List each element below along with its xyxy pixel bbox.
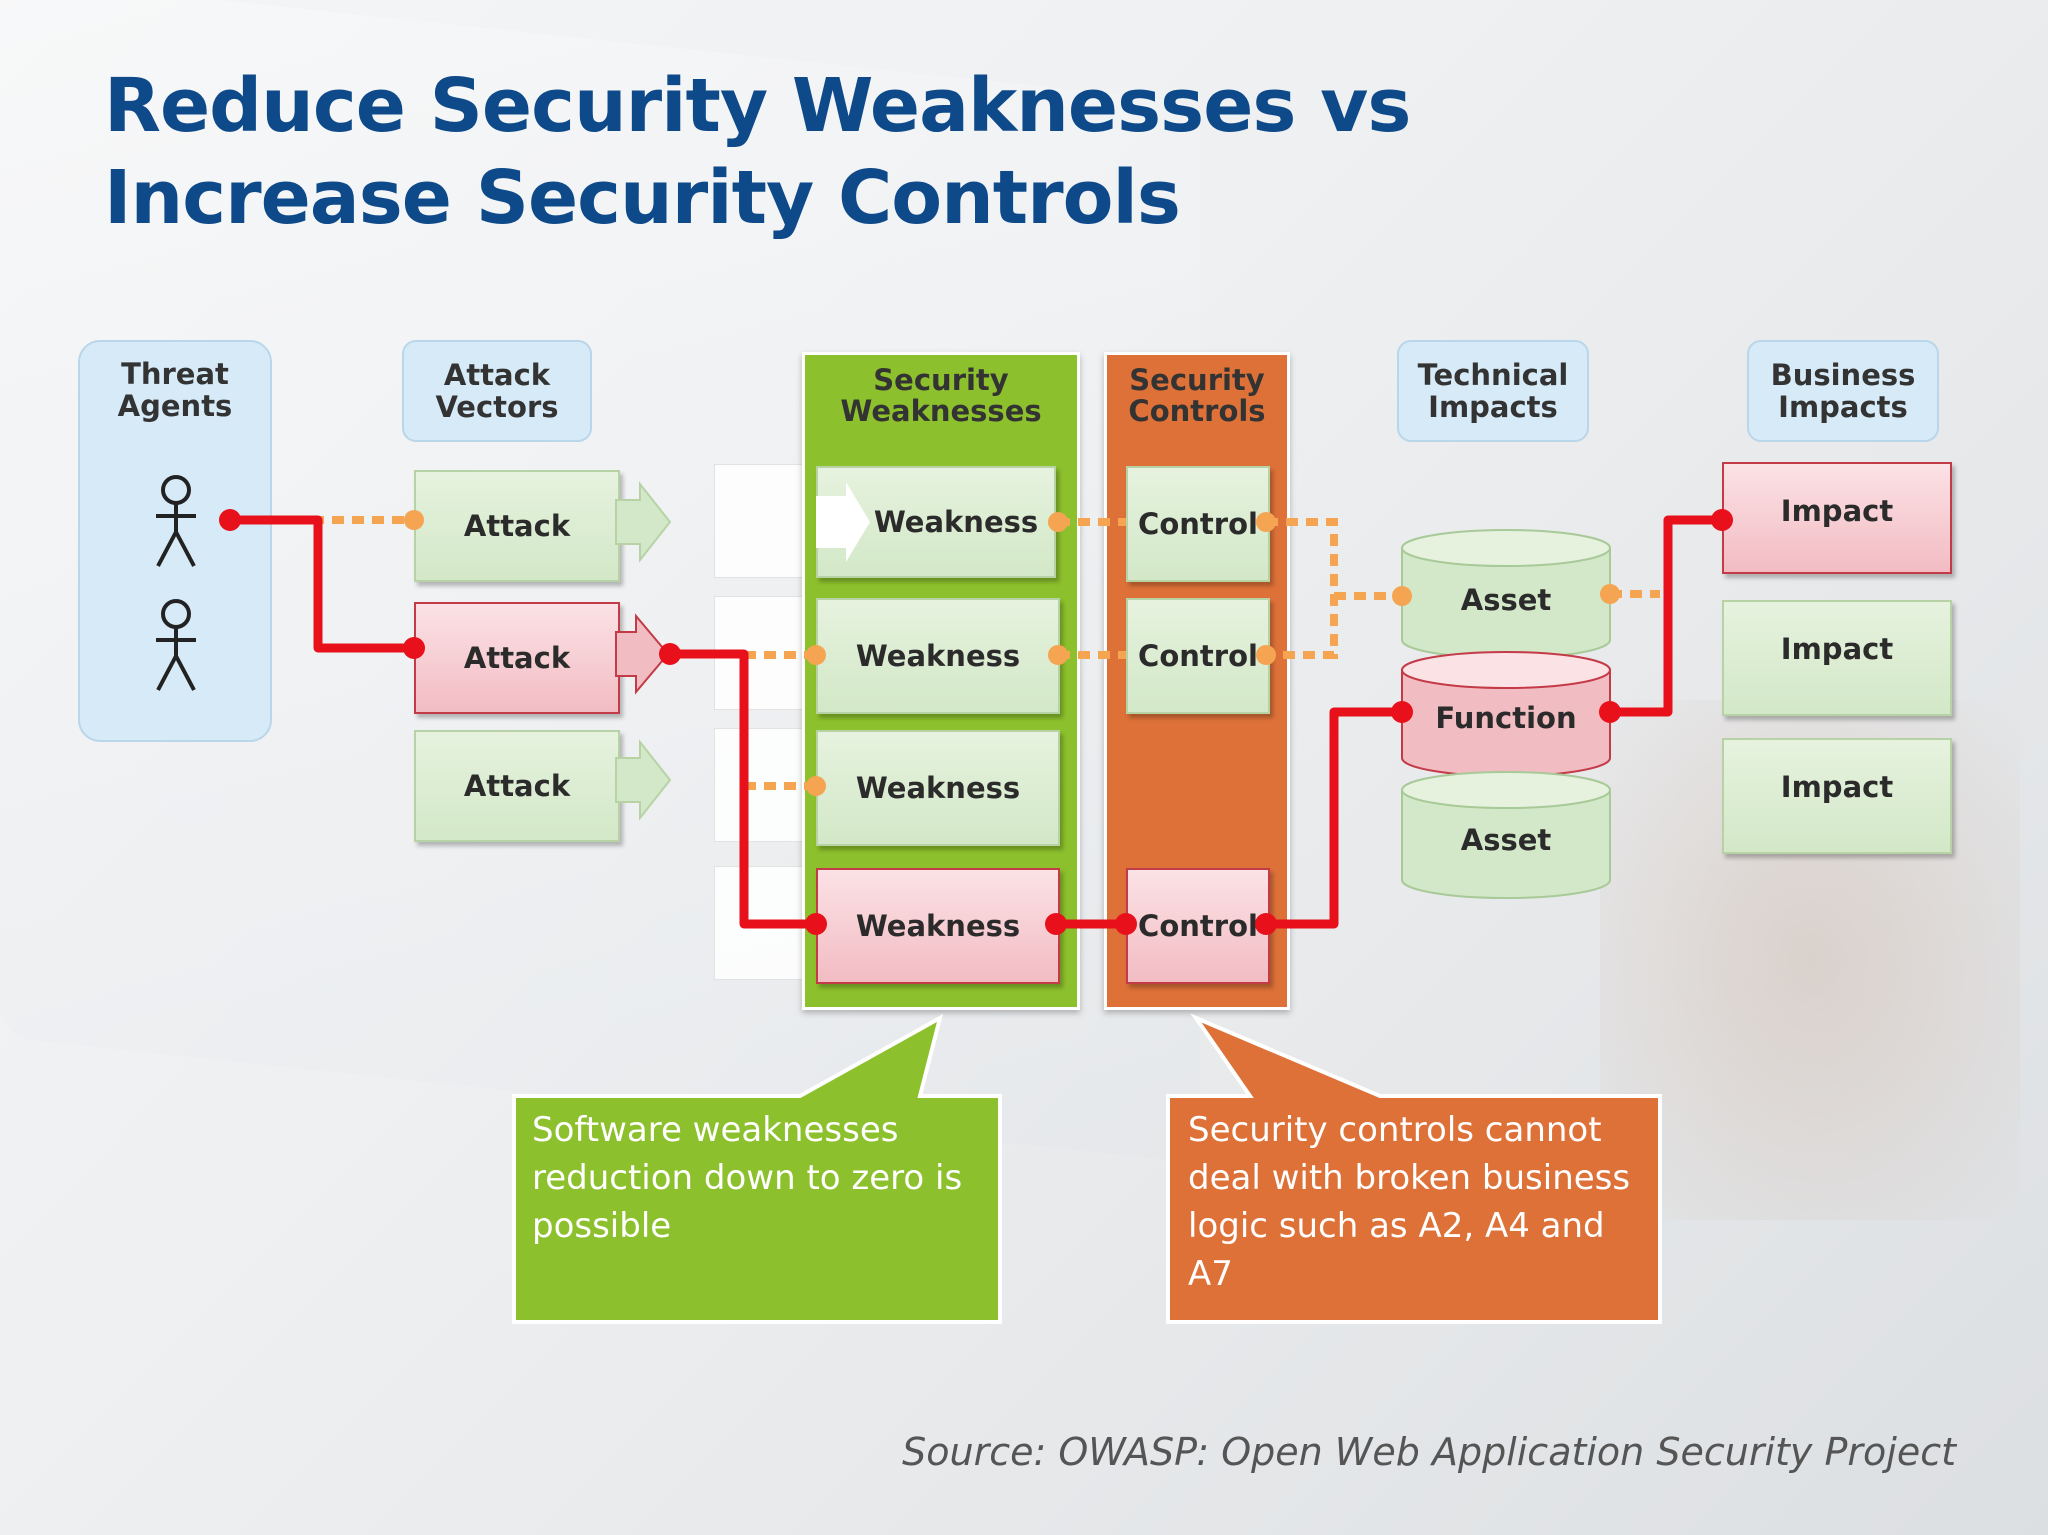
function-cylinder: [1401, 651, 1611, 777]
security-controls-header: Security Controls: [1128, 363, 1266, 428]
weakness-box: Weakness: [816, 730, 1060, 846]
asset-cylinder: [1401, 529, 1611, 659]
asset-cylinder: [1401, 771, 1611, 899]
attack-vectors-header: Attack Vectors: [402, 340, 592, 442]
weakness-box: Weakness: [816, 868, 1060, 984]
control-box: Control: [1126, 466, 1270, 582]
arrow-icon: [615, 613, 670, 695]
control-box: Control: [1126, 598, 1270, 714]
threat-agents-header: Threat Agents: [117, 357, 233, 423]
arrow-icon: [615, 481, 672, 821]
impact-box: Impact: [1722, 600, 1952, 716]
attack-path: [230, 515, 1722, 929]
arrow-icon: [816, 482, 870, 562]
person-icon: [156, 599, 196, 691]
impact-box: Impact: [1722, 738, 1952, 854]
person-icons: [156, 475, 196, 691]
attack-box: Attack: [414, 602, 620, 714]
asset-label: Asset: [1460, 823, 1552, 857]
technical-impacts-header: Technical Impacts: [1397, 340, 1589, 442]
title-line-2: Increase Security Controls: [104, 155, 1181, 241]
attack-box: Attack: [414, 730, 620, 842]
business-impacts-header: Business Impacts: [1747, 340, 1939, 442]
orange-callout: [1166, 1013, 1662, 1324]
person-icon: [156, 475, 196, 567]
green-callout-text: Software weaknesses reduction down to ze…: [532, 1110, 963, 1246]
source-citation: Source: OWASP: Open Web Application Secu…: [902, 1430, 1956, 1474]
orange-callout-text: Security controls cannot deal with broke…: [1188, 1110, 1631, 1294]
green-callout: [512, 1013, 1002, 1324]
threat-agents-panel: Threat Agents: [78, 340, 272, 742]
attack-path-dots: [219, 509, 1733, 935]
page-title: Reduce Security Weaknesses vs Increase S…: [104, 60, 1411, 244]
security-weaknesses-header: Security Weaknesses: [840, 363, 1042, 428]
impact-box: Impact: [1722, 462, 1952, 574]
dotted-connector-dots: [404, 510, 1620, 796]
title-line-1: Reduce Security Weaknesses vs: [104, 63, 1411, 149]
asset-label: Asset: [1460, 583, 1552, 617]
function-label: Function: [1435, 701, 1577, 735]
